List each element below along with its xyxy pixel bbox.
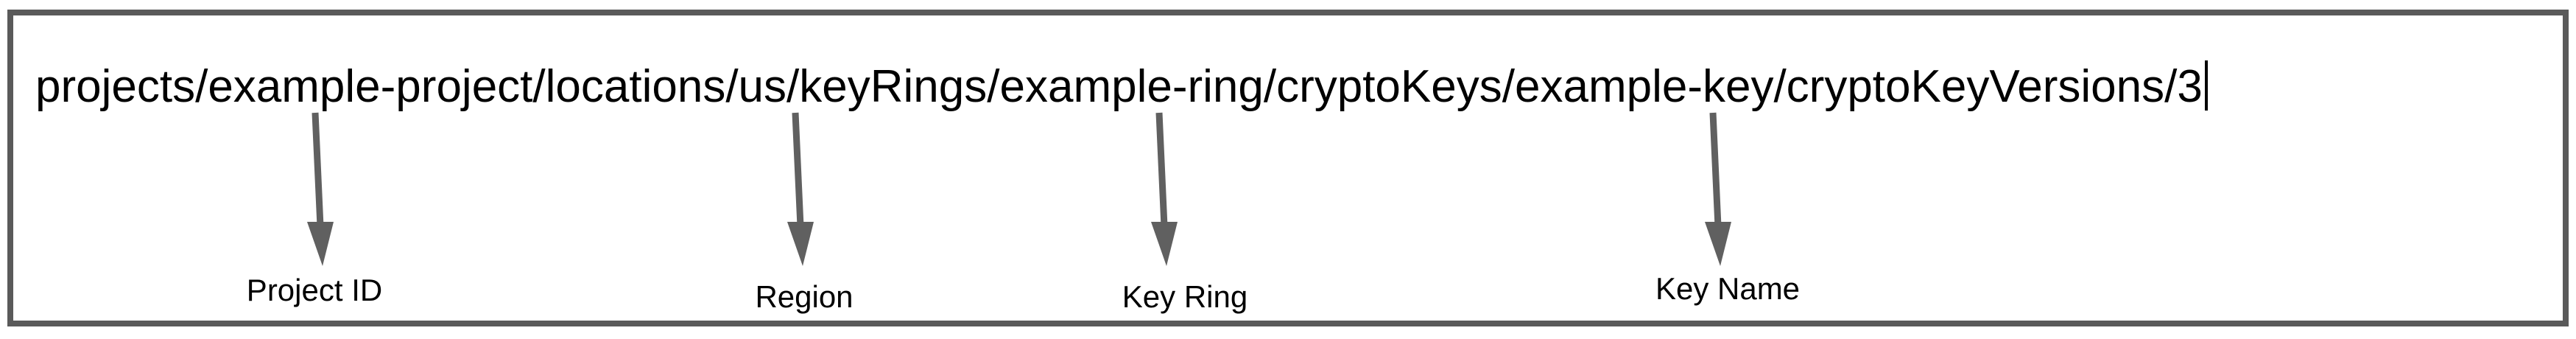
annotation-label-project-id: Project ID [246, 273, 383, 307]
resource-path-text: projects/example-project/locations/us/ke… [35, 61, 2203, 112]
down-arrow-icon [307, 112, 334, 266]
down-arrow-icon [787, 112, 814, 266]
resource-path: projects/example-project/locations/us/ke… [35, 58, 2208, 116]
resource-path-field[interactable]: projects/example-project/locations/us/ke… [7, 10, 2569, 326]
annotation-label-key-name: Key Name [1655, 271, 1801, 306]
text-cursor-caret [2204, 60, 2208, 111]
down-arrow-icon [1705, 112, 1731, 266]
annotation-label-key-ring: Key Ring [1122, 279, 1248, 314]
down-arrow-icon [1151, 112, 1178, 266]
annotation-label-region: Region [755, 279, 854, 314]
